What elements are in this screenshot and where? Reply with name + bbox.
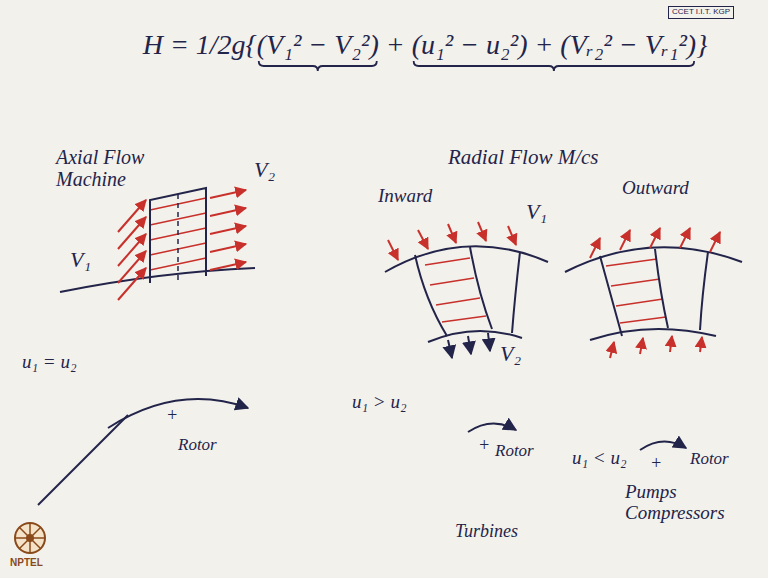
inlet-velocity-arrow: [640, 338, 643, 354]
velocity-label: V₂: [254, 158, 275, 182]
speed-relation: u₁ > u₂: [352, 392, 407, 413]
inlet-velocity-arrow: [418, 230, 428, 249]
rotor-label: Rotor: [495, 442, 534, 461]
outlet-velocity-arrow: [210, 244, 246, 252]
inlet-velocity-arrow: [118, 251, 146, 283]
inlet-velocity-arrow: [478, 222, 486, 241]
speed-relation: u₁ < u₂: [572, 448, 627, 469]
outlet-velocity-arrow: [620, 230, 630, 250]
outlet-velocity-arrow: [650, 228, 660, 248]
inlet-velocity-arrow: [700, 337, 702, 352]
underbrace: [259, 61, 377, 71]
outlet-velocity-arrow: [710, 232, 720, 252]
blade-outline: [150, 188, 206, 283]
outlet-velocity-arrow: [210, 208, 246, 216]
rotation-arrow: [108, 399, 248, 428]
flow-direction: Outward: [622, 178, 689, 199]
rotation-sign: +: [650, 454, 662, 474]
section-heading: Axial Flow Machine: [56, 146, 156, 190]
flow-direction: Inward: [378, 186, 432, 207]
logo-spokes: [15, 523, 45, 553]
velocity-label: V₁: [526, 200, 547, 224]
machine-type: Pumps Compressors: [625, 482, 750, 524]
inlet-velocity-arrow: [448, 224, 456, 243]
rotor-label: Rotor: [178, 436, 217, 455]
blade-centerline: [177, 194, 179, 280]
inner-rim: [590, 329, 716, 340]
outlet-velocity-arrow: [210, 226, 246, 234]
rotation-sign: +: [478, 436, 490, 456]
velocity-label: V₁: [70, 248, 91, 272]
head-equation: H = 1/2g{(V₁² − V₂²) + (u₁² − u₂²) + (Vᵣ…: [143, 30, 708, 61]
inlet-velocity-arrow: [118, 200, 146, 232]
velocity-label: V₂: [500, 342, 521, 366]
rotation-sign: +: [166, 406, 178, 426]
blade-outline: [415, 247, 520, 336]
outlet-velocity-arrow: [680, 228, 690, 248]
inlet-velocity-arrow: [118, 268, 146, 300]
outlet-velocity-arrow: [488, 333, 490, 351]
inlet-velocity-arrow: [118, 234, 146, 266]
machine-type: Turbines: [455, 522, 518, 542]
inlet-velocity-arrow: [388, 240, 398, 260]
rotation-arrow: [468, 423, 516, 432]
outlet-velocity-arrow: [590, 238, 600, 258]
rotation-arrow: [640, 441, 686, 450]
outlet-velocity-arrow: [448, 340, 452, 358]
rotor-axis: [38, 415, 128, 505]
section-heading: Radial Flow M/cs: [448, 146, 599, 169]
inlet-velocity-arrow: [610, 342, 614, 358]
inlet-velocity-arrow: [508, 226, 516, 245]
logo-wheel: [15, 523, 45, 553]
inlet-velocity-arrow: [118, 217, 146, 249]
source-stamp: CCET I.I.T. KGP: [668, 6, 734, 19]
speed-relation: u₁ = u₂: [22, 352, 77, 373]
inner-rim: [428, 331, 522, 342]
rotor-label: Rotor: [690, 450, 729, 469]
outlet-velocity-arrow: [210, 262, 246, 270]
inlet-velocity-arrow: [670, 336, 672, 352]
underbrace: [414, 61, 695, 71]
outlet-velocity-arrow: [210, 190, 246, 198]
outlet-velocity-arrow: [468, 336, 471, 354]
logo-text: NPTEL: [10, 557, 43, 568]
logo-hub: [26, 534, 34, 542]
blade-outline: [600, 249, 708, 336]
